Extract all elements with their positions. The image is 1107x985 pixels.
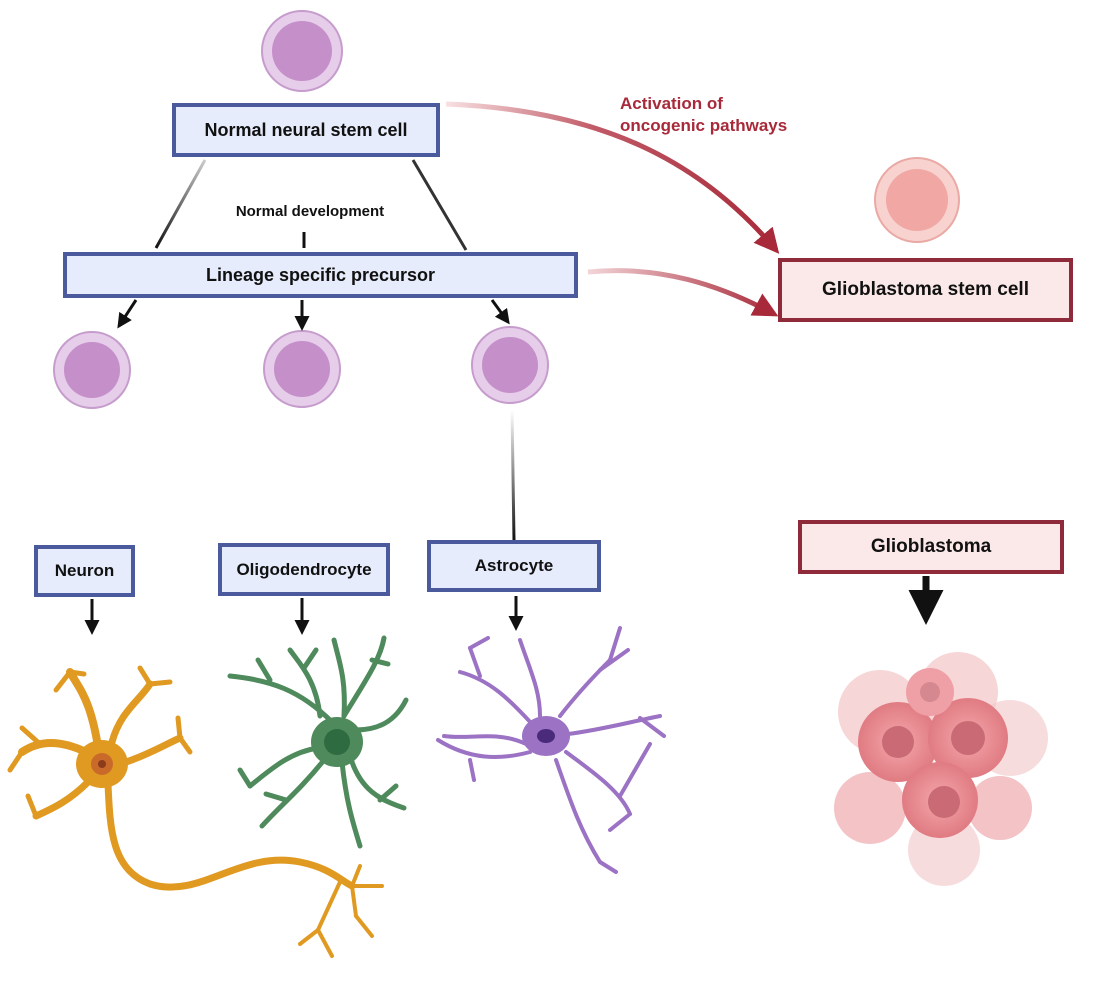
oligodendrocyte-soma (311, 717, 363, 767)
glioblastoma-label: Glioblastoma (870, 536, 992, 557)
normal-development-label: Normal development (212, 203, 408, 220)
arrow-cell-to-astrocyte (510, 409, 516, 541)
astrocyte-icon (436, 626, 666, 874)
neuron-label: Neuron (54, 561, 115, 580)
oncogenic-arrow-from-precursor (587, 268, 779, 317)
arrow-precursor-to-cell-1 (117, 299, 138, 329)
precursor-cell-icon (263, 330, 341, 408)
precursor-cell-icon (53, 331, 131, 409)
glioblastoma-stem-cell-box: Glioblastoma stem cell (778, 258, 1073, 322)
astrocyte-box: Astrocyte (427, 540, 601, 592)
oligodendrocyte-box: Oligodendrocyte (218, 543, 390, 596)
normal-neural-stem-cell-box: Normal neural stem cell (172, 103, 440, 157)
oligodendrocyte-icon (227, 635, 409, 849)
lineage-specific-precursor-box: Lineage specific precursor (63, 252, 578, 298)
arrow-nsc-to-precursor-left (154, 159, 207, 249)
oncogenic-label-line-1: Activation of (620, 94, 723, 113)
neuron-soma (76, 740, 128, 788)
arrow-precursor-to-cell-3 (490, 299, 510, 325)
lineage-specific-precursor-label: Lineage specific precursor (205, 264, 436, 285)
glioblastoma-stem-cell-label: Glioblastoma stem cell (822, 279, 1029, 300)
neuron-box: Neuron (34, 545, 135, 597)
oncogenic-label-line-2: oncogenic pathways (620, 116, 788, 135)
stem-cell-icon (261, 10, 343, 92)
arrow-nsc-to-precursor-right (411, 159, 468, 251)
glioblastoma-box: Glioblastoma (798, 520, 1064, 574)
oncogenic-arrow-from-nsc (445, 101, 780, 254)
neuron-icon (7, 665, 384, 958)
oncogenic-pathways-label: Activation of oncogenic pathways (620, 93, 787, 137)
oligodendrocyte-label: Oligodendrocyte (236, 559, 372, 579)
astrocyte-soma (522, 716, 570, 756)
tumor-mass-icon (834, 652, 1048, 886)
normal-neural-stem-cell-label: Normal neural stem cell (204, 119, 408, 140)
glioblastoma-stem-cell-icon (874, 157, 960, 243)
astrocyte-label: Astrocyte (474, 556, 554, 575)
precursor-cell-icon (471, 326, 549, 404)
